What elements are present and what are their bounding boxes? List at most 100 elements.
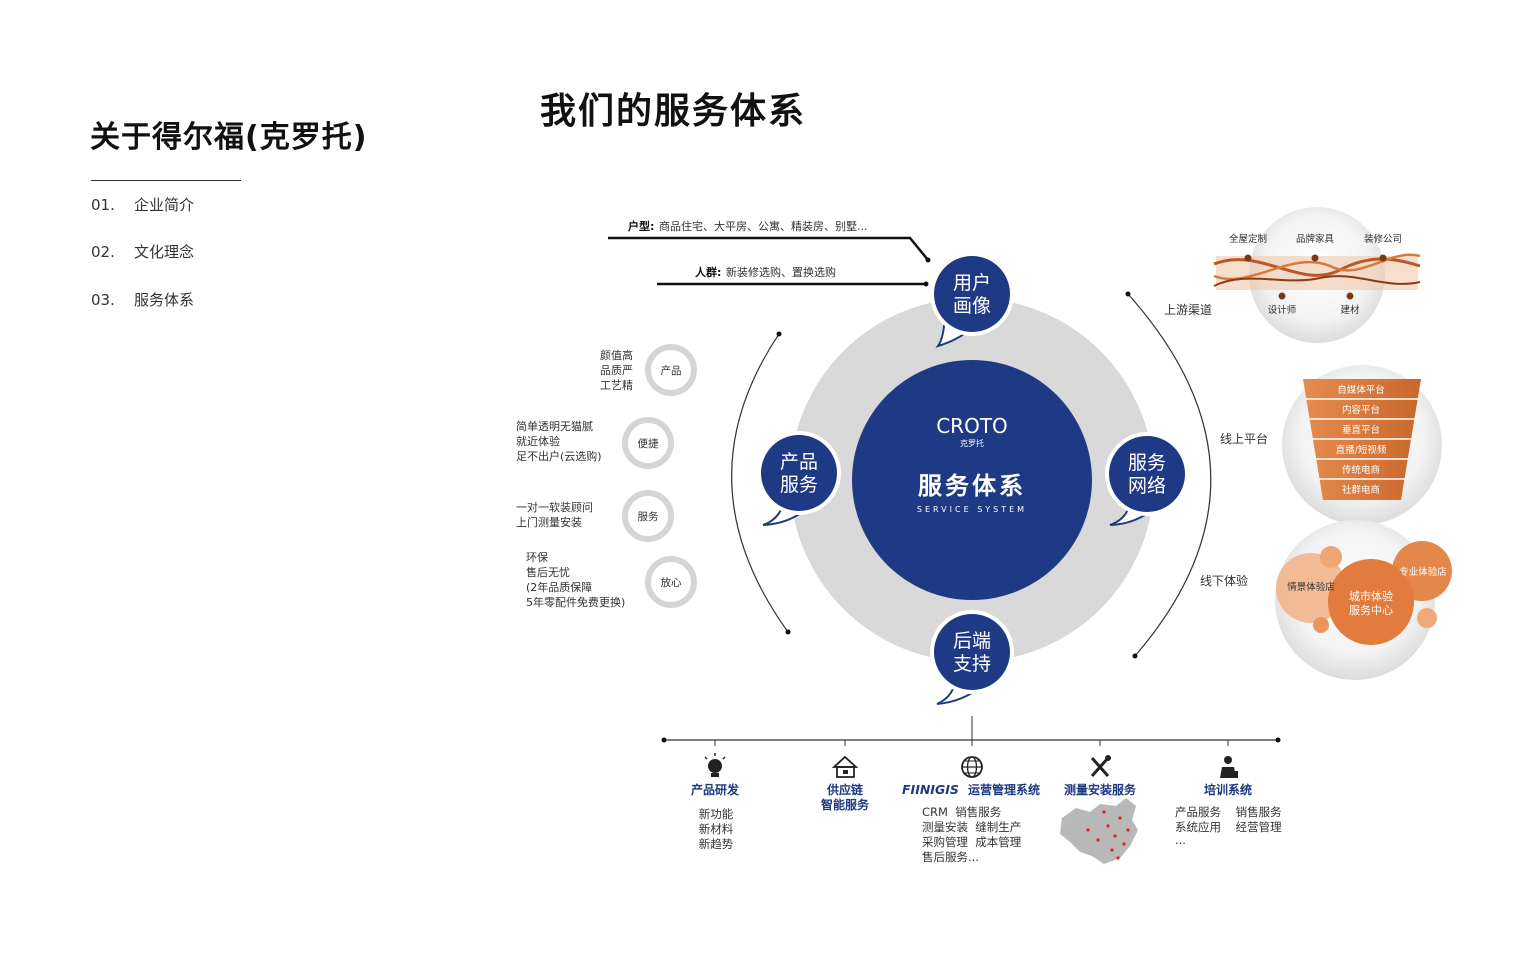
backend-item-line: 采购管理 成本管理 <box>922 835 1022 849</box>
item-line: 售后无忧 <box>526 565 570 579</box>
bubble-label: 网络 <box>1128 475 1166 497</box>
left-item-product: 产品 颜值高 品质严 工艺精 <box>600 344 697 396</box>
channel-label-offline: 线下体验 <box>1200 573 1248 588</box>
upstream-bottom-label: 建材 <box>1340 304 1360 316</box>
lightbulb-icon <box>704 753 726 777</box>
menu-item-service-system[interactable]: 03. 服务体系 <box>91 289 194 310</box>
backend-item-installation: 测量安装服务 <box>1060 755 1138 864</box>
item-badge: 便捷 <box>638 437 659 450</box>
funnel-level: 内容平台 <box>1342 404 1380 416</box>
backend-item-line: 新功能 <box>699 807 734 821</box>
menu-item-label: 企业简介 <box>134 196 195 214</box>
bubble-label: 服务 <box>780 474 818 496</box>
backend-item-supply-chain: 供应链 智能服务 <box>820 755 870 812</box>
backend-item-line: ... <box>1175 833 1186 847</box>
menu-item-culture[interactable]: 02. 文化理念 <box>91 241 194 262</box>
backend-item-line: 新趋势 <box>699 837 734 851</box>
item-line: 颜值高 <box>600 348 633 362</box>
backend-item-rnd: 产品研发 新功能 新材料 新趋势 <box>691 753 740 851</box>
china-map-icon <box>1060 798 1138 864</box>
online-platform-funnel: 自媒体平台 内容平台 垂直平台 直播/短视频 传统电商 社群电商 <box>1282 365 1442 525</box>
trainer-icon <box>1220 756 1238 778</box>
backend-item-title: 供应链 <box>826 782 864 797</box>
house-type-text: 商品住宅、大平房、公寓、精装房、别墅... <box>659 219 868 233</box>
people-text: 新装修选购、置换选购 <box>726 265 836 279</box>
backend-item-title: 测量安装服务 <box>1064 782 1137 797</box>
backend-item-line: 系统应用 经营管理 <box>1175 820 1282 834</box>
people-label: 人群: <box>695 265 721 279</box>
menu-item-company-intro[interactable]: 01. 企业简介 <box>91 194 194 215</box>
right-arc <box>1127 293 1212 657</box>
menu-item-number: 01. <box>91 196 115 214</box>
upstream-top-label: 全屋定制 <box>1229 233 1267 245</box>
backend-item-line: 产品服务 销售服务 <box>1175 805 1282 819</box>
backend-item-line: 售后服务... <box>922 850 979 864</box>
brand-logo-cn: 克罗托 <box>960 438 984 448</box>
left-arc <box>731 333 789 633</box>
offline-center-label: 服务中心 <box>1349 604 1393 617</box>
item-line: (2年品质保障 <box>526 580 592 594</box>
item-line: 品质严 <box>600 364 633 377</box>
backend-item-title: 智能服务 <box>820 797 870 812</box>
menu-item-label: 文化理念 <box>134 243 195 261</box>
bubble-label: 后端 <box>953 630 991 652</box>
sidebar-title: 关于得尔福(克罗托) <box>90 120 368 155</box>
upstream-top-label: 品牌家具 <box>1296 233 1335 245</box>
funnel-level: 传统电商 <box>1342 464 1380 476</box>
backend-item-title: 培训系统 <box>1204 782 1252 797</box>
channel-label-upstream: 上游渠道 <box>1164 303 1212 317</box>
item-badge: 放心 <box>661 576 682 589</box>
house-type-label: 户型: <box>628 219 654 233</box>
left-item-convenient: 便捷 简单透明无猫腻 就近体验 足不出户(云选购) <box>516 417 674 469</box>
item-line: 工艺精 <box>600 379 633 392</box>
menu-item-number: 03. <box>91 291 115 309</box>
backend-support-bubble: 后端 支持 <box>930 610 1014 705</box>
offline-store-label: 专业体验店 <box>1399 566 1447 578</box>
item-line: 足不出户(云选购) <box>516 449 602 463</box>
backend-item-line: 新材料 <box>699 822 734 836</box>
tools-icon <box>1090 755 1111 777</box>
supply-chain-icon <box>831 755 859 778</box>
upstream-top-label: 装修公司 <box>1364 233 1402 245</box>
service-network-bubble: 服务 网络 <box>1105 432 1189 526</box>
page-title: 我们的服务体系 <box>540 91 807 132</box>
offline-center-label: 城市体验 <box>1349 589 1393 603</box>
item-line: 一对一软装顾问 <box>516 500 593 514</box>
offline-store-label: 情景体验店 <box>1287 581 1335 593</box>
brand-logo: CROTO <box>936 414 1008 438</box>
menu-item-number: 02. <box>91 243 115 261</box>
menu-item-label: 服务体系 <box>134 291 195 309</box>
center-circle <box>852 360 1092 600</box>
user-profile-lines: 户型: 商品住宅、大平房、公寓、精装房、别墅... 人群: 新装修选购、置换选购 <box>608 219 931 287</box>
item-line: 环保 <box>526 550 548 564</box>
funnel-level: 垂直平台 <box>1342 424 1380 436</box>
upstream-bottom-label: 设计师 <box>1268 304 1297 316</box>
channel-label-online: 线上平台 <box>1220 431 1268 446</box>
item-badge: 产品 <box>661 364 682 377</box>
bubble-label: 画像 <box>953 295 991 317</box>
item-line: 简单透明无猫腻 <box>516 419 593 433</box>
item-line: 上门测量安装 <box>516 515 582 529</box>
backend-item-line: 测量安装 缝制生产 <box>922 820 1021 834</box>
funnel-level: 社群电商 <box>1342 484 1380 496</box>
product-service-bubble: 产品 服务 <box>757 431 841 526</box>
funnel-level: 自媒体平台 <box>1337 384 1385 396</box>
backend-item-title: 运营管理系统 <box>968 782 1040 797</box>
bubble-label: 产品 <box>780 451 818 473</box>
backend-timeline <box>661 716 1281 746</box>
left-item-service: 服务 一对一软装顾问 上门测量安装 <box>516 490 674 542</box>
backend-item-line: CRM 销售服务 <box>922 805 1002 819</box>
fiinigis-logo: FIINIGIS <box>902 782 959 797</box>
item-line: 5年零配件免费更换) <box>526 595 625 609</box>
offline-experience-graphic: 情景体验店 城市体验 服务中心 专业体验店 <box>1275 520 1452 680</box>
backend-item-training: 培训系统 产品服务 销售服务 系统应用 经营管理 ... <box>1175 756 1282 847</box>
left-item-assurance: 放心 环保 售后无忧 (2年品质保障 5年零配件免费更换) <box>526 550 697 609</box>
backend-item-operations: FIINIGIS 运营管理系统 CRM 销售服务 测量安装 缝制生产 采购管理 … <box>902 756 1040 864</box>
funnel-level: 直播/短视频 <box>1336 444 1387 456</box>
bubble-label: 用户 <box>953 272 991 294</box>
bubble-label: 服务 <box>1128 452 1166 474</box>
user-profile-bubble: 用户 画像 <box>930 252 1014 348</box>
bubble-label: 支持 <box>953 653 991 675</box>
upstream-channels-graphic: 全屋定制 品牌家具 装修公司 设计师 建材 <box>1213 207 1421 343</box>
